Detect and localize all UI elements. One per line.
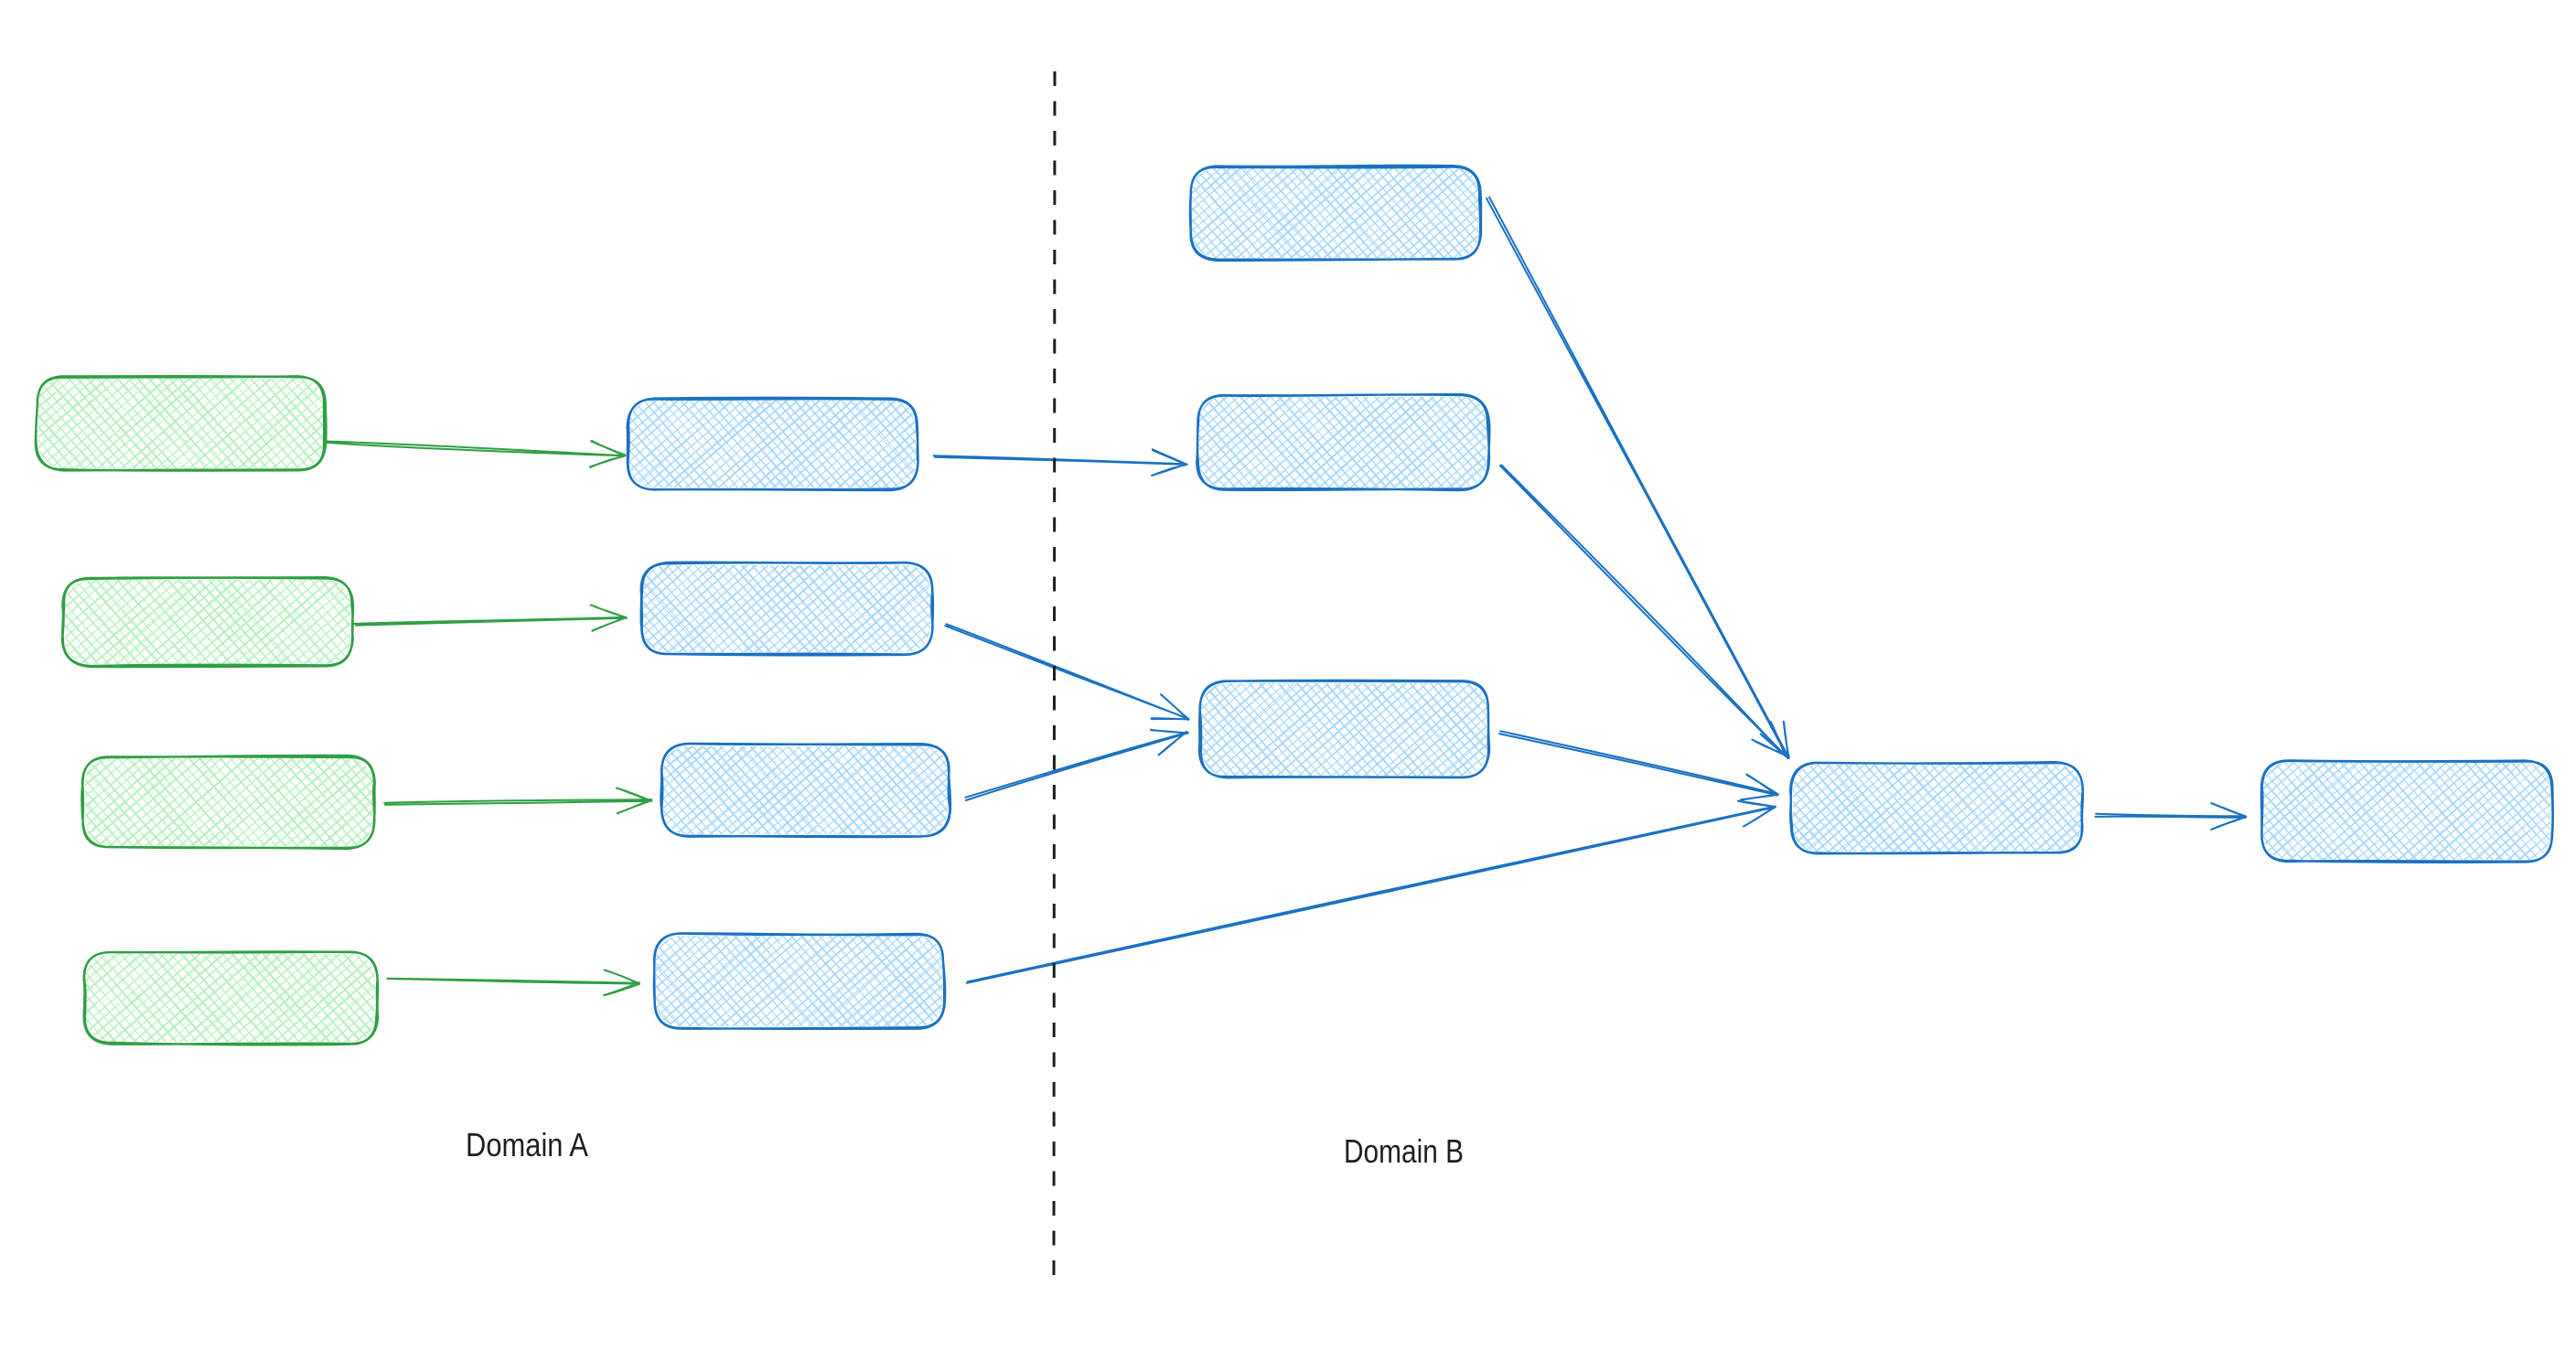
svg-text:Domain A: Domain A: [466, 1126, 588, 1163]
svg-text:Domain B: Domain B: [1344, 1132, 1464, 1170]
